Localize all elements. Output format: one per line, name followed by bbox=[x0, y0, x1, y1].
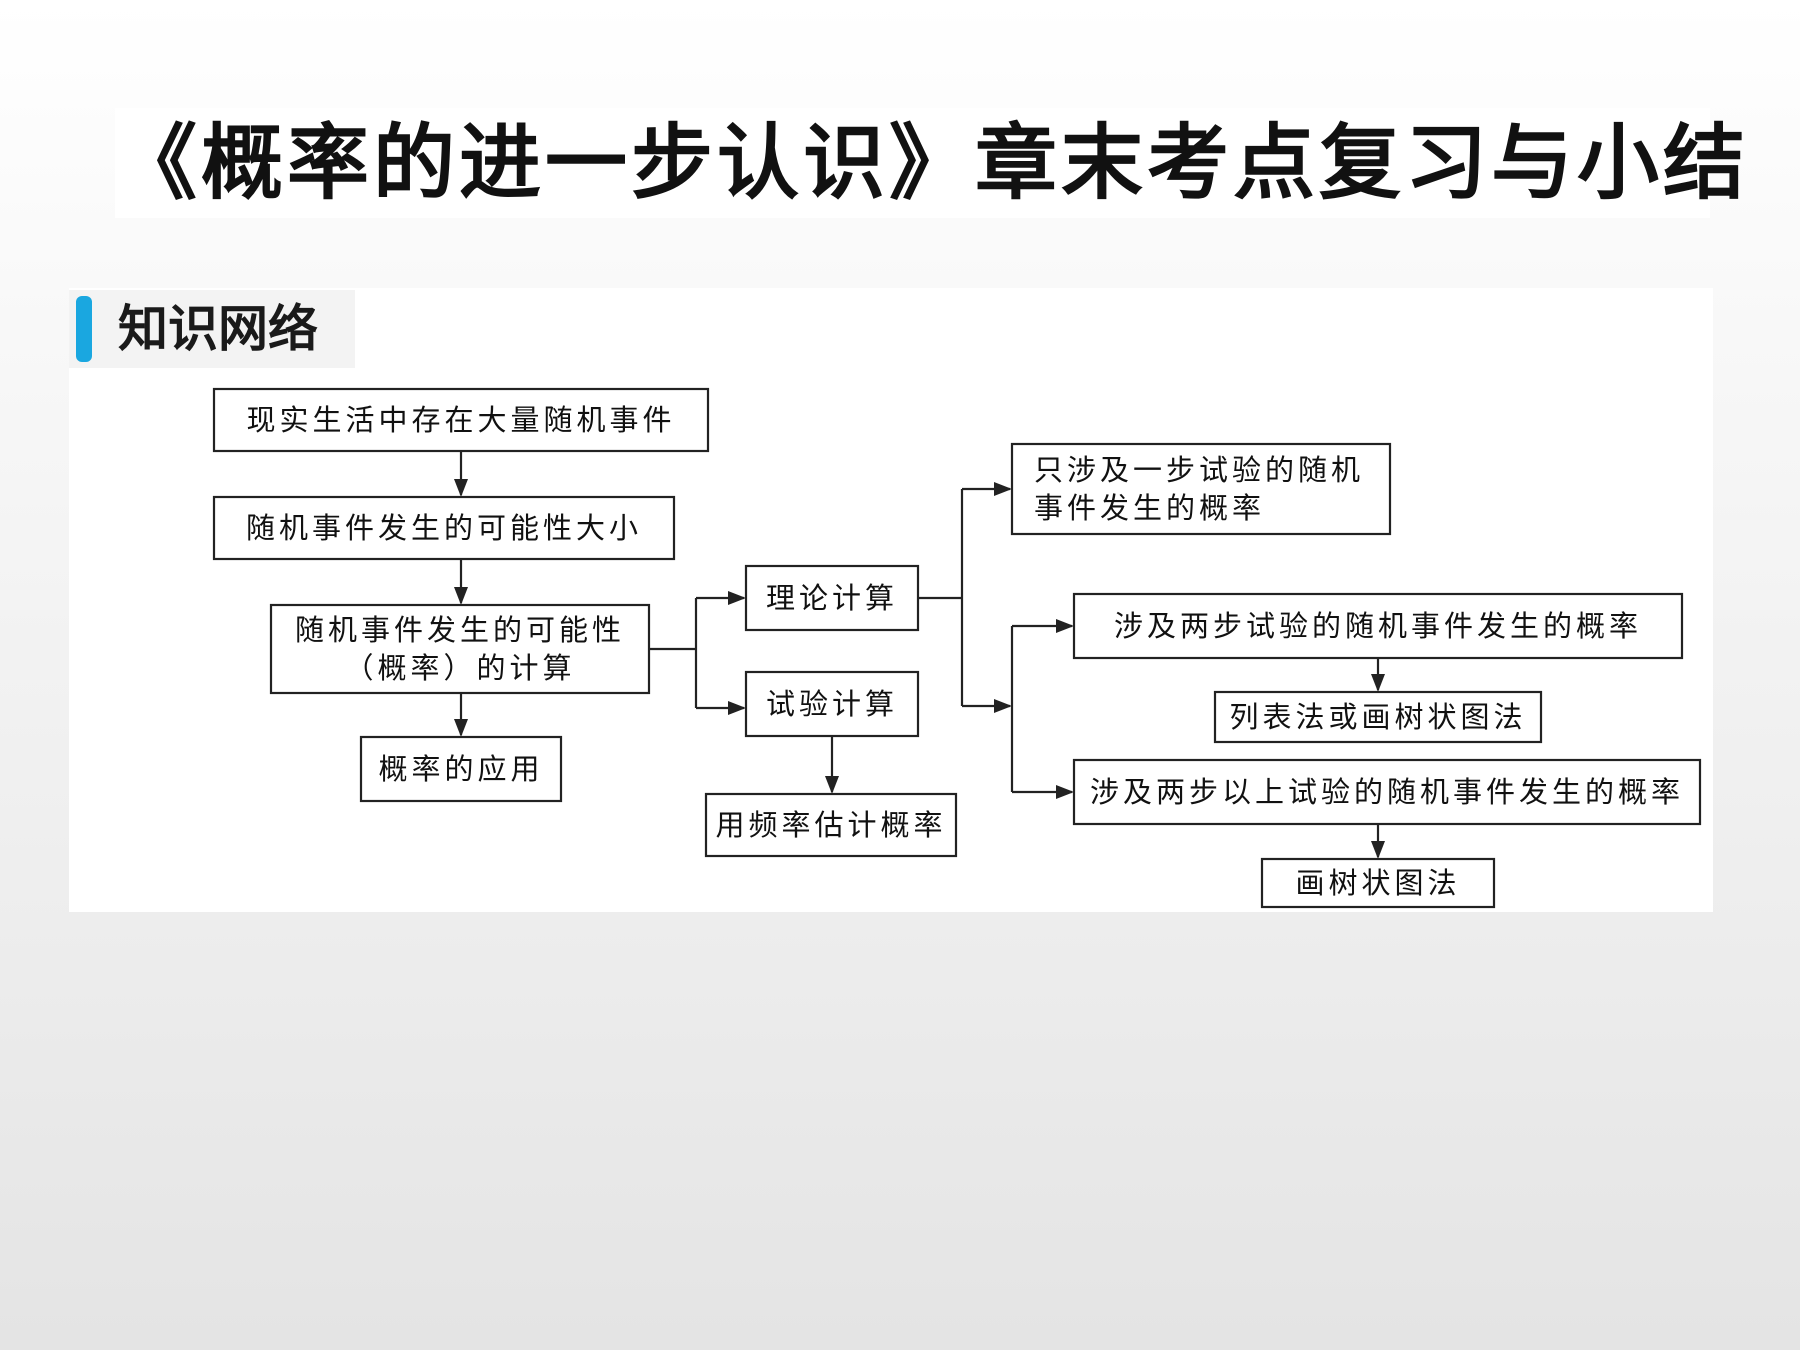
node-box-n4 bbox=[359, 735, 563, 803]
node-label: 列表法或画树状图法 bbox=[1229, 700, 1526, 734]
arrowhead-sub-n11 bbox=[1056, 785, 1074, 799]
arrowhead-n5-n8 bbox=[994, 482, 1012, 496]
section-header bbox=[69, 290, 355, 368]
node-n1: 现实生活中存在大量随机事件 bbox=[212, 387, 710, 453]
title-band bbox=[115, 108, 1710, 218]
node-label: 事件发生的概率 bbox=[1034, 491, 1265, 525]
node-label: 涉及两步试验的随机事件发生的概率 bbox=[1114, 609, 1642, 643]
node-n9: 涉及两步试验的随机事件发生的概率 bbox=[1072, 592, 1684, 660]
node-label: 画树状图法 bbox=[1295, 866, 1460, 900]
node-box-n1 bbox=[212, 387, 710, 453]
node-box-n9 bbox=[1072, 592, 1684, 660]
section-title: 知识网络 bbox=[118, 300, 318, 358]
node-label: 随机事件发生的可能性 bbox=[295, 613, 625, 647]
node-n10: 列表法或画树状图法 bbox=[1213, 690, 1543, 744]
node-label: 随机事件发生的可能性大小 bbox=[246, 511, 642, 545]
arrowhead-n9-n10 bbox=[1371, 674, 1385, 692]
arrowhead-n6-n7 bbox=[825, 776, 839, 794]
section-accent-bar bbox=[76, 296, 92, 362]
node-n6: 试验计算 bbox=[744, 670, 920, 738]
node-box-n2 bbox=[212, 495, 676, 561]
arrowhead-n2-n3 bbox=[454, 587, 468, 605]
arrowhead-n3-n5 bbox=[728, 591, 746, 605]
node-label: 试验计算 bbox=[766, 687, 898, 721]
node-box-n11 bbox=[1072, 758, 1702, 826]
arrowhead-n3-n4 bbox=[454, 719, 468, 737]
node-label: 涉及两步以上试验的随机事件发生的概率 bbox=[1090, 775, 1684, 809]
node-n3: 随机事件发生的可能性 （概率）的计算 bbox=[269, 603, 651, 695]
page-title: 《概率的进一步认识》章末考点复习与小结 bbox=[115, 115, 1750, 211]
node-box-n8 bbox=[1010, 442, 1392, 536]
arrowhead-n3-n6 bbox=[728, 701, 746, 715]
node-label: 概率的应用 bbox=[378, 752, 543, 786]
node-box-n7 bbox=[704, 792, 958, 858]
node-label: 只涉及一步试验的随机 bbox=[1034, 453, 1364, 487]
arrowhead-sub-n9 bbox=[1056, 619, 1074, 633]
node-n4: 概率的应用 bbox=[359, 735, 563, 803]
node-label: 用频率估计概率 bbox=[715, 808, 946, 842]
node-n5: 理论计算 bbox=[744, 564, 920, 632]
node-box-n5 bbox=[744, 564, 920, 632]
node-label: 理论计算 bbox=[766, 581, 898, 615]
node-n2: 随机事件发生的可能性大小 bbox=[212, 495, 676, 561]
node-box-n10 bbox=[1213, 690, 1543, 744]
node-n7: 用频率估计概率 bbox=[704, 792, 958, 858]
arrowhead-n5-sub bbox=[994, 699, 1012, 713]
arrowhead-n11-n12 bbox=[1371, 841, 1385, 859]
node-box-n6 bbox=[744, 670, 920, 738]
arrowhead-n1-n2 bbox=[454, 479, 468, 497]
node-label: （概率）的计算 bbox=[344, 651, 575, 685]
node-box-n3 bbox=[269, 603, 651, 695]
node-n12: 画树状图法 bbox=[1260, 857, 1496, 909]
node-n11: 涉及两步以上试验的随机事件发生的概率 bbox=[1072, 758, 1702, 826]
node-box-n12 bbox=[1260, 857, 1496, 909]
node-label: 现实生活中存在大量随机事件 bbox=[246, 403, 675, 437]
